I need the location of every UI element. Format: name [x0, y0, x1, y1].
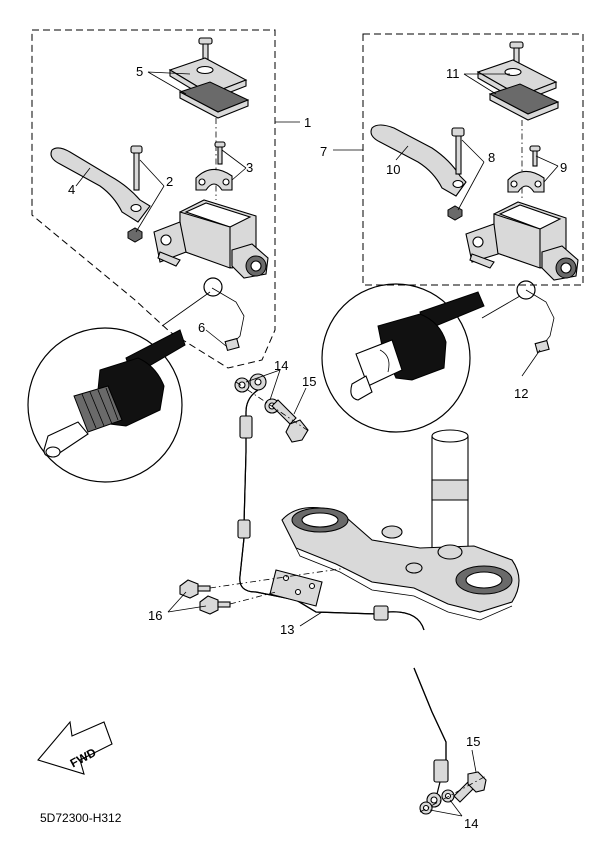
callout-11: 11 — [446, 66, 460, 81]
left-assembly-boundary — [31, 29, 276, 369]
cap-screw — [198, 37, 213, 63]
callout-13: 13 — [280, 622, 294, 637]
callout-16: 16 — [148, 608, 162, 623]
cap-screw — [509, 41, 524, 65]
handlebar-holder — [507, 170, 545, 193]
callout-leaders — [75, 71, 559, 817]
right-master-cylinder-assembly — [333, 33, 584, 354]
handlebar-holder — [195, 168, 233, 191]
right-assembly-boundary — [362, 33, 584, 286]
brake-lever — [370, 124, 467, 197]
left-switch-detail-view — [27, 327, 186, 483]
reservoir-diaphragm — [178, 81, 250, 119]
callout-labels: 1 2 3 4 5 6 7 8 9 10 11 12 13 14 14 15 1… — [68, 64, 567, 831]
callout-1: 1 — [304, 115, 311, 130]
callout-9: 9 — [560, 160, 567, 175]
callout-4: 4 — [68, 182, 75, 197]
callout-7: 7 — [320, 144, 327, 159]
callout-15-lower: 15 — [466, 734, 480, 749]
left-master-cylinder-assembly — [31, 29, 300, 369]
callout-6: 6 — [198, 320, 205, 335]
callout-8: 8 — [488, 150, 495, 165]
brake-light-switch — [516, 280, 555, 354]
callout-10: 10 — [386, 162, 400, 177]
clamp-bolt — [529, 145, 541, 167]
union-bolt — [271, 399, 309, 443]
clamp-bolt — [214, 141, 226, 165]
steering-crown — [281, 429, 520, 621]
callout-15-upper: 15 — [302, 374, 316, 389]
brake-light-switch — [203, 277, 245, 352]
right-switch-detail-view — [321, 283, 485, 433]
callout-12: 12 — [514, 386, 528, 401]
master-cylinder-body — [153, 199, 269, 279]
callout-2: 2 — [166, 174, 173, 189]
fwd-direction-arrow: FWD — [37, 720, 113, 775]
lever-pivot-bolt — [127, 145, 143, 243]
hose-bracket — [269, 569, 323, 607]
union-bolt — [453, 771, 487, 803]
master-cylinder-body — [465, 201, 579, 281]
reservoir-diaphragm — [488, 83, 560, 121]
callout-14-lower: 14 — [464, 816, 478, 831]
callout-14-upper: 14 — [274, 358, 288, 373]
callout-5: 5 — [136, 64, 143, 79]
callout-3: 3 — [246, 160, 253, 175]
brake-lever — [50, 147, 151, 223]
diagram-code: 5D72300-H312 — [40, 811, 122, 825]
